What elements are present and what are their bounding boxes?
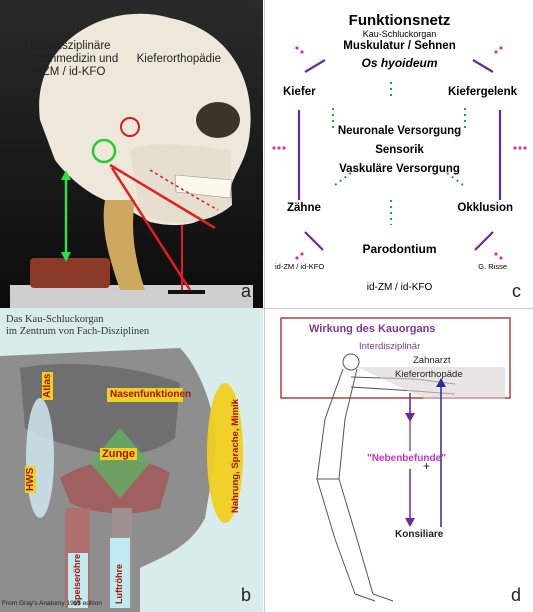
label-footer: id-ZM / id-KFO — [366, 282, 433, 293]
figure-diagram — [280, 317, 511, 602]
label-interdisziplinaer: Interdisziplinär — [359, 341, 421, 352]
panel-c-funktionsnetz: Funktionsnetz Kau-Schluckorgan Muskulatu… — [264, 0, 533, 308]
funktionsnetz-subtitle: Kau-Schluckorgan — [362, 29, 437, 39]
label-nasenfunktionen: Nasenfunktionen — [110, 389, 192, 400]
label-os-hyoideum: Os hyoideum — [361, 56, 438, 70]
panel-letter-a: a — [240, 281, 251, 301]
panel-d-wirkung: Wirkung des Kauorgans Interdisziplinär Z… — [264, 308, 533, 612]
caption-line-1: Interdisziplinäre — [30, 40, 111, 52]
anatomy-title-2: im Zentrum von Fach-Disziplinen — [6, 326, 150, 337]
panel-a-skull-photo: Interdisziplinäre Zahnmedizin und Kiefer… — [0, 0, 263, 308]
label-kiefergelenk: Kiefergelenk — [447, 86, 517, 98]
label-zahnarzt: Zahnarzt — [413, 355, 451, 366]
label-small-idzm: id-ZM / id-KFO — [275, 262, 325, 271]
label-sensorik: Sensorik — [375, 144, 424, 156]
label-nebenbefunde: "Nebenbefunde" — [367, 453, 446, 464]
label-atlas: Atlas — [42, 371, 53, 400]
network-lines — [272, 46, 527, 260]
panel-letter-c: c — [512, 281, 521, 301]
label-kieferorthopaede: Kieferorthopäde — [395, 369, 463, 380]
skull-illustration — [0, 0, 263, 308]
anatomy-title-1: Das Kau-Schluckorgan — [6, 314, 104, 325]
label-zunge: Zunge — [100, 448, 137, 460]
panel-b-anatomy: Das Kau-Schluckorgan im Zentrum von Fach… — [0, 308, 263, 612]
label-muskulatur: Muskulatur / Sehnen — [343, 40, 456, 52]
label-plus: + — [423, 459, 431, 473]
wirkung-title: Wirkung des Kauorgans — [309, 323, 436, 335]
funktionsnetz-title: Funktionsnetz — [348, 12, 451, 29]
label-zaehne: Zähne — [287, 202, 321, 214]
anatomy-illustration — [0, 308, 263, 612]
anatomy-source: From Gray's Anatomy 1918 edition — [2, 600, 102, 607]
caption-line-3: Kieferorthopädie — [136, 53, 222, 65]
label-vaskulaere: Vaskuläre Versorgung — [339, 163, 460, 175]
panel-letter-d: d — [510, 585, 521, 605]
label-speiseroehre: Speiseröhre — [72, 553, 82, 606]
label-kiefer: Kiefer — [283, 86, 316, 98]
label-okklusion: Okklusion — [457, 202, 513, 214]
label-parodontium: Parodontium — [362, 242, 437, 256]
label-neuronale: Neuronale Versorgung — [337, 125, 462, 137]
label-risse: G. Risse — [478, 262, 507, 271]
label-konsiliare: Konsiliare — [395, 529, 444, 540]
caption-line-2: Zahnmedizin und — [30, 53, 119, 65]
label-hws: HWS — [25, 465, 36, 493]
caption-line-4: id-ZM / id-KFO — [30, 66, 106, 78]
label-nahrung: Nahrung, Sprache, Mimik — [230, 398, 241, 513]
panel-letter-b: b — [240, 585, 251, 605]
label-luftroehre: Luftröhre — [114, 564, 124, 604]
